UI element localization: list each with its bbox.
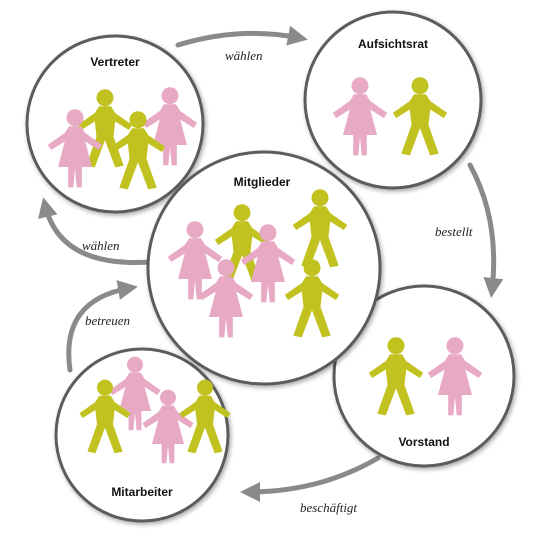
circle-label-vorstand: Vorstand [398,435,449,449]
label-betreuen: betreuen [85,313,130,328]
circle-mitarbeiter: Mitarbeiter [54,347,231,523]
label-beschaeftigt: beschäftigt [300,500,357,515]
circle-vorstand: Vorstand [332,284,516,468]
circle-vertreter: Vertreter [25,34,205,214]
arrow-mitarbeiter-to-mitglieder [66,280,138,373]
circle-label-mitarbeiter: Mitarbeiter [111,485,173,499]
arrow-vertreter-to-aufsichtsrat [175,25,308,48]
arrow-aufsichtsrat-to-vorstand [467,162,504,298]
circle-mitglieder: Mitglieder [146,150,382,386]
circle-aufsichtsrat: Aufsichtsrat [303,10,483,190]
circle-label-aufsichtsrat: Aufsichtsrat [358,37,428,51]
label-bestellt: bestellt [435,224,473,239]
arrow-mitglieder-to-vertreter [38,197,153,266]
circle-label-vertreter: Vertreter [90,55,140,69]
circle-label-mitglieder: Mitglieder [234,175,291,189]
label-waehlen-top: wählen [225,48,263,63]
label-waehlen-left: wählen [82,238,120,253]
arrow-vorstand-to-mitarbeiter [240,455,381,502]
